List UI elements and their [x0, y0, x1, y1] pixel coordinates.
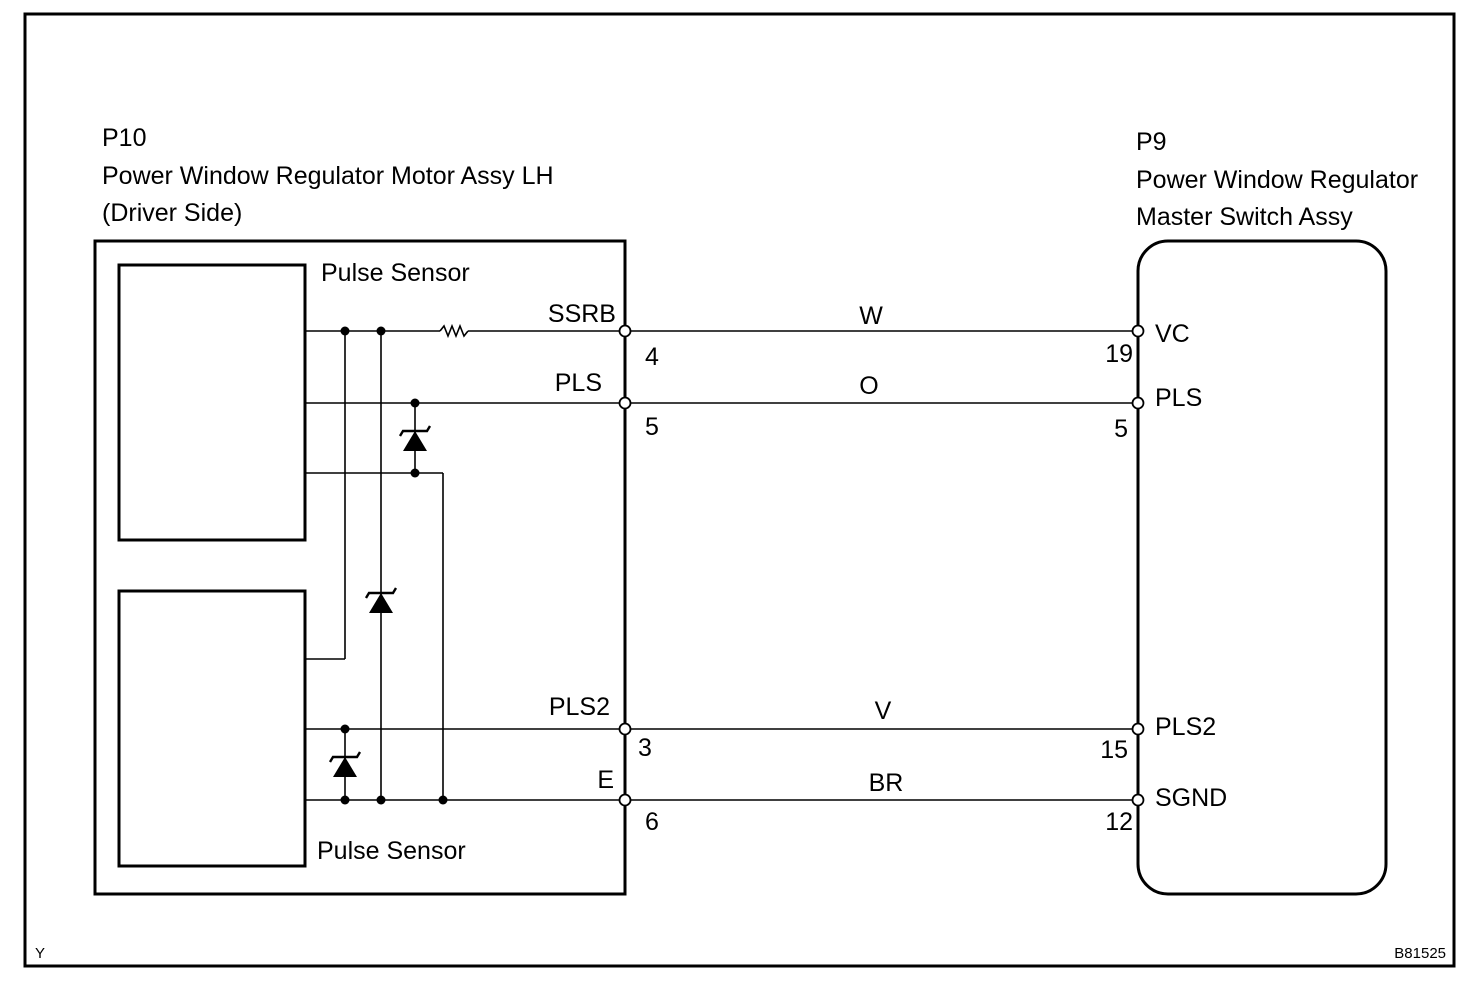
wire-color-v: V: [875, 697, 892, 725]
wire-color-o: O: [859, 372, 878, 400]
figure-id: B81525: [1394, 945, 1446, 962]
p9-name-line1: Power Window Regulator: [1136, 166, 1418, 194]
p9-pin-vc-number: 19: [1105, 340, 1133, 368]
outer-frame: [23, 12, 1456, 968]
p10-pin-pls2-number: 3: [638, 734, 652, 762]
zener-diode-pls2: [328, 751, 362, 777]
p10-code: P10: [102, 124, 146, 152]
p9-pin-pls2-name: PLS2: [1155, 713, 1216, 741]
p9-name-line2: Master Switch Assy: [1136, 203, 1353, 231]
terminals: [618, 324, 1145, 807]
p10-pin-pls-name: PLS: [555, 369, 602, 397]
internal-wiring: [305, 323, 625, 801]
p9-pin-sgnd-name: SGND: [1155, 784, 1227, 812]
p9-pin-vc-name: VC: [1155, 320, 1190, 348]
wire-color-br: BR: [869, 769, 904, 797]
zener-diode-middle: [364, 587, 398, 613]
p10-name: Power Window Regulator Motor Assy LH: [102, 162, 554, 190]
p10-pin-pls2-name: PLS2: [549, 693, 610, 721]
p10-pin-ssrb-name: SSRB: [548, 300, 616, 328]
pulse-sensor-top-box: [117, 263, 307, 542]
p9-pin-pls2-number: 15: [1100, 736, 1128, 764]
pulse-sensor-bottom-label: Pulse Sensor: [317, 837, 466, 865]
p9-code: P9: [1136, 128, 1167, 156]
zener-diode-pls: [398, 425, 432, 451]
pulse-sensor-top-label: Pulse Sensor: [321, 259, 470, 287]
p10-pin-ssrb-number: 4: [645, 343, 659, 371]
wire-color-w: W: [859, 302, 883, 330]
junction-dots: [340, 326, 448, 805]
p9-pin-pls-name: PLS: [1155, 384, 1202, 412]
footer-left-code: Y: [35, 945, 45, 962]
p10-side: (Driver Side): [102, 199, 242, 227]
p9-pin-pls-number: 5: [1114, 415, 1128, 443]
p10-pin-e-number: 6: [645, 808, 659, 836]
pulse-sensor-bottom-box: [117, 589, 307, 868]
p9-pin-sgnd-number: 12: [1105, 808, 1133, 836]
p9-component-box: [1136, 239, 1388, 896]
p10-pin-pls-number: 5: [645, 413, 659, 441]
p10-pin-e-name: E: [597, 766, 614, 794]
